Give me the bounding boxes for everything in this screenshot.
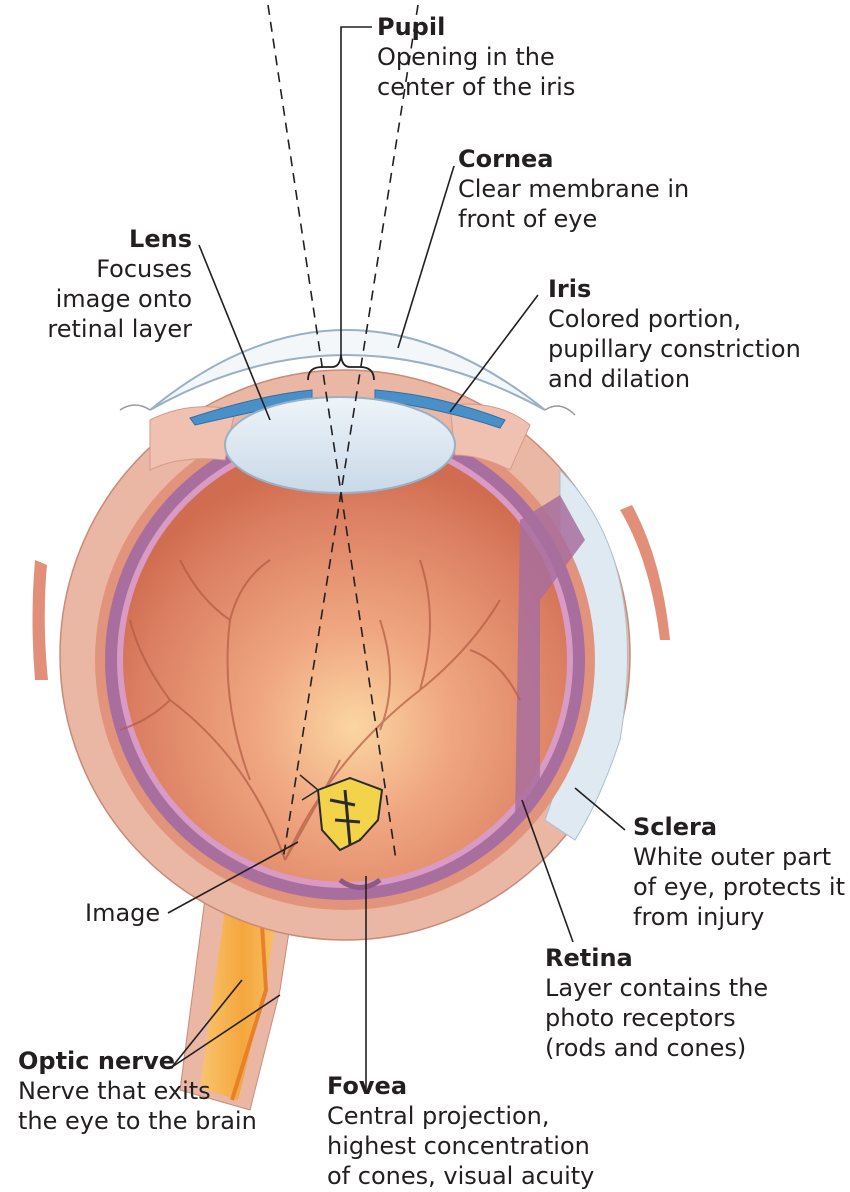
fovea-desc-line-2: highest concentration bbox=[327, 1131, 594, 1161]
iris-title: Iris bbox=[548, 274, 801, 304]
pupil-title: Pupil bbox=[377, 12, 575, 42]
pupil-label: Pupil Opening in the center of the iris bbox=[377, 12, 575, 102]
lens-title: Lens bbox=[47, 224, 192, 254]
iris-desc-line-3: and dilation bbox=[548, 364, 801, 394]
retina-title: Retina bbox=[545, 943, 768, 973]
fovea-label: Fovea Central projection, highest concen… bbox=[327, 1071, 594, 1191]
cornea-desc-line-2: front of eye bbox=[458, 204, 689, 234]
extraocular-muscle-left bbox=[33, 560, 49, 680]
iris-label: Iris Colored portion, pupillary constric… bbox=[548, 274, 801, 394]
sclera-label: Sclera White outer part of eye, protects… bbox=[633, 812, 845, 932]
lens-desc-line-2: image onto bbox=[47, 284, 192, 314]
image-title: Image bbox=[85, 898, 160, 928]
image-label: Image bbox=[85, 898, 160, 928]
cornea-title: Cornea bbox=[458, 144, 689, 174]
sclera-desc-line-3: from injury bbox=[633, 902, 845, 932]
retina-desc-line-1: Layer contains the bbox=[545, 973, 768, 1003]
optic-nerve-title: Optic nerve bbox=[18, 1046, 257, 1076]
retina-desc-line-2: photo receptors bbox=[545, 1003, 768, 1033]
iris-desc-line-2: pupillary constriction bbox=[548, 334, 801, 364]
cornea-desc-line-1: Clear membrane in bbox=[458, 174, 689, 204]
iris-desc-line-1: Colored portion, bbox=[548, 304, 801, 334]
optic-nerve-desc-line-2: the eye to the brain bbox=[18, 1106, 257, 1136]
lens-desc-line-3: retinal layer bbox=[47, 314, 192, 344]
optic-nerve-desc-line-1: Nerve that exits bbox=[18, 1076, 257, 1106]
optic-nerve-label: Optic nerve Nerve that exits the eye to … bbox=[18, 1046, 257, 1136]
sclera-desc-line-1: White outer part bbox=[633, 842, 845, 872]
fovea-desc-line-1: Central projection, bbox=[327, 1101, 594, 1131]
fovea-desc-line-3: of cones, visual acuity bbox=[327, 1161, 594, 1191]
lens-shape bbox=[225, 397, 455, 493]
retina-label: Retina Layer contains the photo receptor… bbox=[545, 943, 768, 1063]
pupil-desc-line-2: center of the iris bbox=[377, 72, 575, 102]
sclera-desc-line-2: of eye, protects it bbox=[633, 872, 845, 902]
retina-desc-line-3: (rods and cones) bbox=[545, 1033, 768, 1063]
sclera-title: Sclera bbox=[633, 812, 845, 842]
pupil-desc-line-1: Opening in the bbox=[377, 42, 575, 72]
cornea-label: Cornea Clear membrane in front of eye bbox=[458, 144, 689, 234]
fovea-title: Fovea bbox=[327, 1071, 594, 1101]
lens-desc-line-1: Focuses bbox=[47, 254, 192, 284]
lens-label: Lens Focuses image onto retinal layer bbox=[47, 224, 192, 344]
